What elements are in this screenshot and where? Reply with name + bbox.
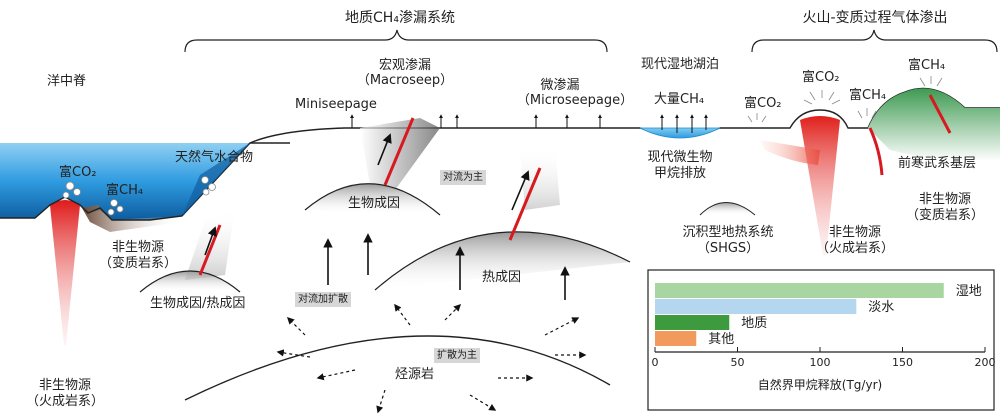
label-source-rock: 烃源岩 (395, 367, 435, 382)
bar-label-0: 湿地 (956, 284, 982, 299)
label-rich-co2-mid: 富CO₂ (744, 96, 782, 111)
label-shgs-2: （SHGS） (696, 241, 760, 256)
label-microbial-1: 现代微生物 (647, 150, 713, 165)
small-hill-left (139, 270, 241, 293)
fault-macro (383, 117, 415, 186)
hydrate-fan (185, 208, 235, 280)
arrow-macro (377, 133, 392, 166)
fault-red-arc (868, 127, 884, 176)
diffusion-arrows (276, 303, 587, 414)
label-micro-2: （Microseepage） (516, 93, 634, 108)
x-tick-label-0: 0 (652, 356, 659, 369)
label-micro-1: 微渗漏 (540, 78, 580, 93)
label-abiotic-meta-1: 非生物源 (111, 240, 164, 255)
bar-3 (655, 331, 697, 346)
bar-0 (655, 283, 944, 298)
label-bio-thermo: 生物成因/热成因 (150, 296, 246, 311)
thermo-hill (374, 231, 631, 291)
lake (639, 127, 721, 139)
left-magma-plume (50, 200, 80, 345)
arrow-left-fault (204, 226, 217, 256)
bar-label-3: 其他 (708, 332, 734, 347)
x-tick-label-1: 50 (731, 356, 745, 369)
label-microbial-2: 甲烷排放 (653, 166, 706, 181)
tag-conv-diffusion: 对流加扩散 (295, 292, 351, 307)
label-macro-1: 宏观渗漏 (378, 58, 431, 73)
label-abiotic-ign-left-2: （火成岩系） (25, 394, 104, 409)
biogenic-hill (304, 183, 441, 216)
label-macro-2: （Macroseep） (356, 73, 454, 88)
brown-sediment (82, 205, 182, 232)
shgs-hill (699, 202, 756, 216)
ocean (0, 143, 250, 220)
label-mid-ocean-ridge: 洋中脊 (47, 74, 87, 89)
label-thermogenic: 热成因 (482, 270, 522, 285)
x-axis-label: 自然界甲烷释放(Tg/yr) (758, 377, 882, 392)
label-abundant-ch4: 大量CH₄ (654, 92, 705, 107)
tag-convection-main: 对流为主 (440, 170, 486, 185)
label-miniseepage: Miniseepage (295, 97, 377, 112)
label-abiotic-ign-r1: 非生物源 (828, 225, 881, 240)
bar-1 (655, 299, 857, 314)
label-shgs-1: 沉积型地热系统 (682, 225, 774, 240)
bar-label-1: 淡水 (868, 300, 894, 315)
label-abiotic-meta-r2: （变质岩系） (905, 208, 984, 223)
lateral-plume (760, 140, 820, 165)
label-gas-hydrate: 天然气水合物 (175, 150, 254, 165)
vent-sparks (747, 76, 943, 123)
label-rich-co2-left: 富CO₂ (59, 165, 97, 180)
x-tick-label-3: 150 (892, 356, 913, 369)
x-tick-label-4: 200 (975, 356, 996, 369)
label-abiotic-ign-left-1: 非生物源 (38, 378, 91, 393)
label-rich-ch4-right: 富CH₄ (849, 88, 887, 103)
label-biogenic: 生物成因 (348, 196, 401, 211)
bar-2 (655, 315, 730, 330)
label-rich-co2-right: 富CO₂ (802, 70, 840, 85)
brace-volcanic (751, 29, 998, 53)
label-rich-ch4-left: 富CH₄ (106, 183, 144, 198)
header-geo-seepage: 地质CH₄渗漏系统 (345, 10, 455, 26)
fault-green (928, 94, 952, 134)
label-precambrian: 前寒武系基层 (898, 156, 977, 171)
header-volcanic: 火山-变质过程气体渗出 (802, 10, 948, 26)
precambrian-hill (868, 88, 1000, 162)
convection-arrows (323, 233, 570, 300)
label-abiotic-meta-2: （变质岩系） (98, 256, 177, 271)
header-modern-wetland: 现代湿地湖泊 (640, 57, 719, 72)
source-rock-arch (184, 335, 611, 401)
label-abiotic-meta-r1: 非生物源 (918, 192, 971, 207)
label-rich-ch4-top: 富CH₄ (908, 58, 946, 73)
arrow-micro (511, 170, 530, 211)
gas-hydrate-wedge (182, 143, 250, 216)
x-tick-label-2: 100 (810, 356, 831, 369)
bar-label-2: 地质 (741, 316, 767, 331)
brace-geo-seepage (184, 29, 608, 53)
label-abiotic-ign-r2: （火成岩系） (815, 241, 894, 256)
fault-micro (508, 167, 542, 241)
tag-diffusion-main: 扩散为主 (434, 348, 480, 363)
macro-seep-fan (360, 118, 440, 190)
bubbles (62, 176, 216, 216)
surface-seep-arrows (350, 114, 708, 133)
